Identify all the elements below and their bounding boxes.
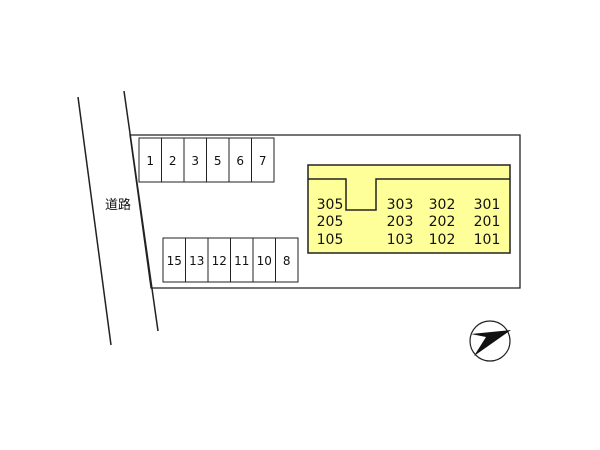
parking-space-number: 10 (257, 254, 272, 268)
building-inner-line (308, 178, 510, 211)
parking-space-number: 11 (234, 254, 249, 268)
unit-number: 305 (317, 197, 344, 213)
road-label: 道路 (105, 197, 131, 213)
parking-space: 2 (161, 137, 185, 183)
lot-boundary (129, 134, 521, 289)
road-edge-left (77, 96, 112, 346)
parking-space: 5 (206, 137, 230, 183)
parking-space: 15 (162, 237, 186, 283)
parking-space-number: 8 (283, 254, 291, 268)
unit-number: 205 (317, 214, 344, 230)
parking-space: 8 (275, 237, 299, 283)
parking-space: 1 (138, 137, 162, 183)
unit-number: 201 (474, 214, 501, 230)
unit-number: 303 (387, 197, 414, 213)
unit-number: 302 (429, 197, 456, 213)
parking-space: 11 (230, 237, 254, 283)
parking-space: 12 (207, 237, 231, 283)
parking-space: 3 (183, 137, 207, 183)
parking-space-number: 15 (167, 254, 182, 268)
road-label-bg (100, 193, 136, 213)
parking-space-number: 13 (189, 254, 204, 268)
parking-space: 7 (251, 137, 275, 183)
parking-space-number: 7 (259, 154, 267, 168)
unit-number: 101 (474, 232, 501, 248)
parking-space-number: 5 (214, 154, 222, 168)
unit-number: 105 (317, 232, 344, 248)
parking-space-outline (251, 137, 275, 183)
parking-row-bottom: 15 13 12 11 10 8 (162, 237, 299, 283)
parking-space: 6 (228, 137, 252, 183)
parking-space-outline (275, 237, 299, 283)
north-arrow-icon (469, 320, 511, 362)
parking-space-number: 12 (212, 254, 227, 268)
road: 道路 (77, 90, 159, 346)
building-outline (307, 164, 511, 254)
parking-space-number: 2 (169, 154, 177, 168)
parking-space-number: 6 (236, 154, 244, 168)
unit-number: 103 (387, 232, 414, 248)
unit-number: 203 (387, 214, 414, 230)
parking-space: 13 (185, 237, 209, 283)
parking-space-number: 1 (146, 154, 154, 168)
unit-number: 102 (429, 232, 456, 248)
parking-space-number: 3 (191, 154, 199, 168)
unit-number: 202 (429, 214, 456, 230)
parking-space: 10 (252, 237, 276, 283)
unit-number: 301 (474, 197, 501, 213)
